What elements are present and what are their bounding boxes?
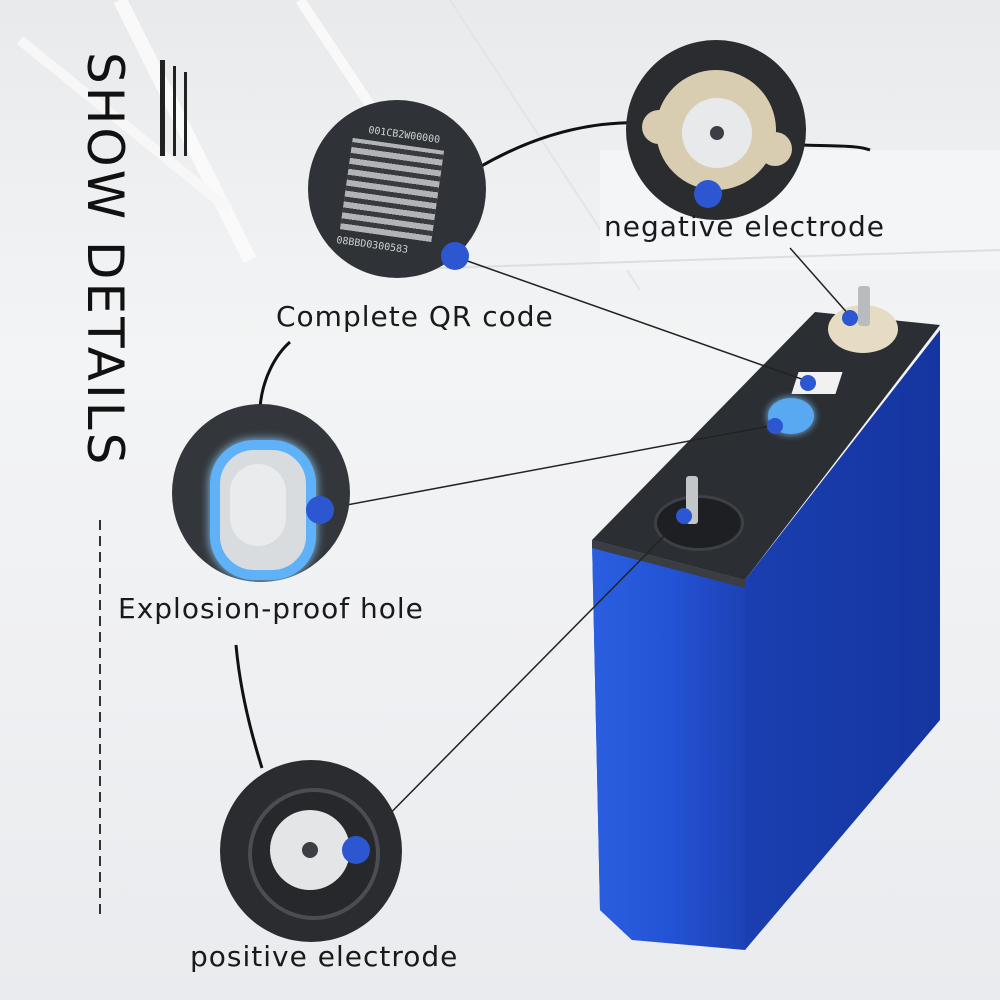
- qr-code-text-bottom: 08BBD0300583: [335, 235, 409, 256]
- negative-terminal-pin: [842, 310, 858, 326]
- positive-terminal-base: [654, 495, 744, 551]
- positive-electrode-callout: [220, 760, 402, 942]
- qr-code-matrix: [340, 138, 444, 242]
- dashed-divider: [99, 520, 101, 920]
- negative-electrode-marker: [694, 180, 722, 208]
- positive-terminal-pin: [676, 508, 692, 524]
- explosion-proof-hole-label: Explosion-proof hole: [118, 592, 424, 625]
- vent-membrane: [230, 464, 286, 546]
- title-bar: [173, 66, 176, 156]
- terminal-ear-left: [642, 110, 676, 144]
- terminal-ear-right: [758, 132, 792, 166]
- terminal-hole: [302, 842, 318, 858]
- qr-code-label: Complete QR code: [276, 300, 554, 333]
- explosion-proof-hole-marker: [306, 496, 334, 524]
- vent-hole-pin: [767, 418, 783, 434]
- qr-label-pin: [800, 375, 816, 391]
- positive-electrode-label: positive electrode: [190, 940, 459, 973]
- negative-terminal-screw: [858, 286, 870, 326]
- positive-electrode-marker: [342, 836, 370, 864]
- terminal-hole: [710, 126, 724, 140]
- title-bar: [160, 60, 165, 156]
- title-bar: [184, 72, 187, 156]
- explosion-proof-hole-callout: [172, 404, 350, 582]
- negative-electrode-label: negative electrode: [604, 210, 885, 243]
- qr-code-marker: [441, 242, 469, 270]
